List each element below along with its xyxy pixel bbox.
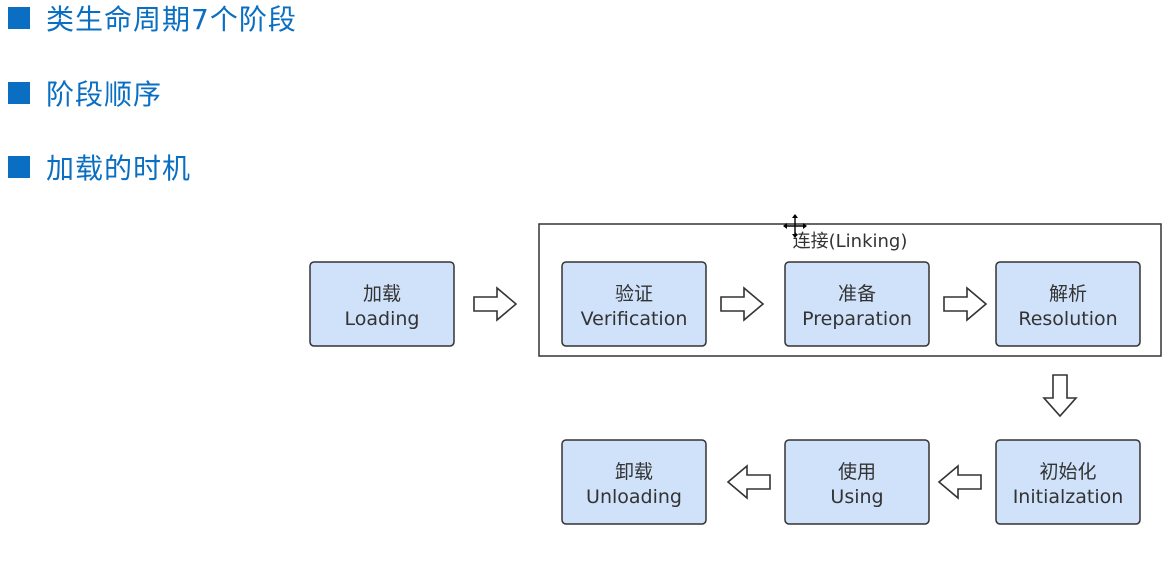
- bullet-square-icon: [8, 82, 30, 104]
- arrow-right-icon: [720, 286, 765, 322]
- stage-box-preparation: 准备 Preparation: [784, 261, 930, 347]
- stage-box-preparation-rect: [784, 261, 930, 347]
- stage-label-en: Unloading: [586, 486, 682, 508]
- move-cursor-icon: [783, 214, 807, 238]
- bullet-square-icon: [8, 7, 30, 29]
- stage-label-cn: 验证: [615, 283, 653, 305]
- stage-label-cn: 初始化: [1039, 461, 1096, 483]
- linking-group-label: 连接(Linking): [793, 231, 908, 252]
- arrow-down-icon: [1042, 374, 1078, 418]
- bullet-square-icon: [8, 156, 30, 178]
- stage-label-en: Initialzation: [1013, 486, 1124, 508]
- stage-box-verification-rect: [561, 261, 707, 347]
- bullet-item-loading-timing: 加载的时机: [8, 151, 191, 185]
- stage-label-en: Verification: [581, 308, 688, 330]
- bullet-text: 加载的时机: [46, 152, 192, 185]
- bullet-item-order: 阶段顺序: [8, 77, 162, 111]
- stage-label-en: Loading: [345, 308, 420, 330]
- stage-label-en: Using: [830, 486, 883, 508]
- stage-box-loading: 加载 Loading: [309, 261, 455, 347]
- bullet-item-lifecycle: 类生命周期7个阶段: [8, 2, 297, 36]
- stage-label-cn: 解析: [1049, 283, 1087, 305]
- stage-box-resolution-rect: [995, 261, 1141, 347]
- arrow-right-icon: [943, 286, 988, 322]
- stage-label-cn: 加载: [363, 283, 401, 305]
- arrow-left-icon: [726, 464, 771, 500]
- stage-box-using-rect: [784, 439, 930, 525]
- stage-box-initialization-rect: [995, 439, 1141, 525]
- stage-label-en: Preparation: [802, 308, 912, 330]
- stage-box-unloading-rect: [561, 439, 707, 525]
- bullet-text: 阶段顺序: [46, 78, 163, 111]
- stage-label-cn: 使用: [838, 461, 876, 483]
- stage-label-cn: 卸载: [615, 461, 653, 483]
- stage-box-resolution: 解析 Resolution: [995, 261, 1141, 347]
- arrow-right-icon: [473, 286, 518, 322]
- bullet-text: 类生命周期7个阶段: [46, 3, 297, 36]
- stage-box-unloading: 卸载 Unloading: [561, 439, 707, 525]
- arrow-left-icon: [937, 464, 982, 500]
- stage-box-loading-rect: [309, 261, 455, 347]
- stage-label-cn: 准备: [838, 283, 876, 305]
- stage-box-using: 使用 Using: [784, 439, 930, 525]
- stage-box-verification: 验证 Verification: [561, 261, 707, 347]
- stage-label-en: Resolution: [1018, 308, 1117, 330]
- stage-box-initialization: 初始化 Initialzation: [995, 439, 1141, 525]
